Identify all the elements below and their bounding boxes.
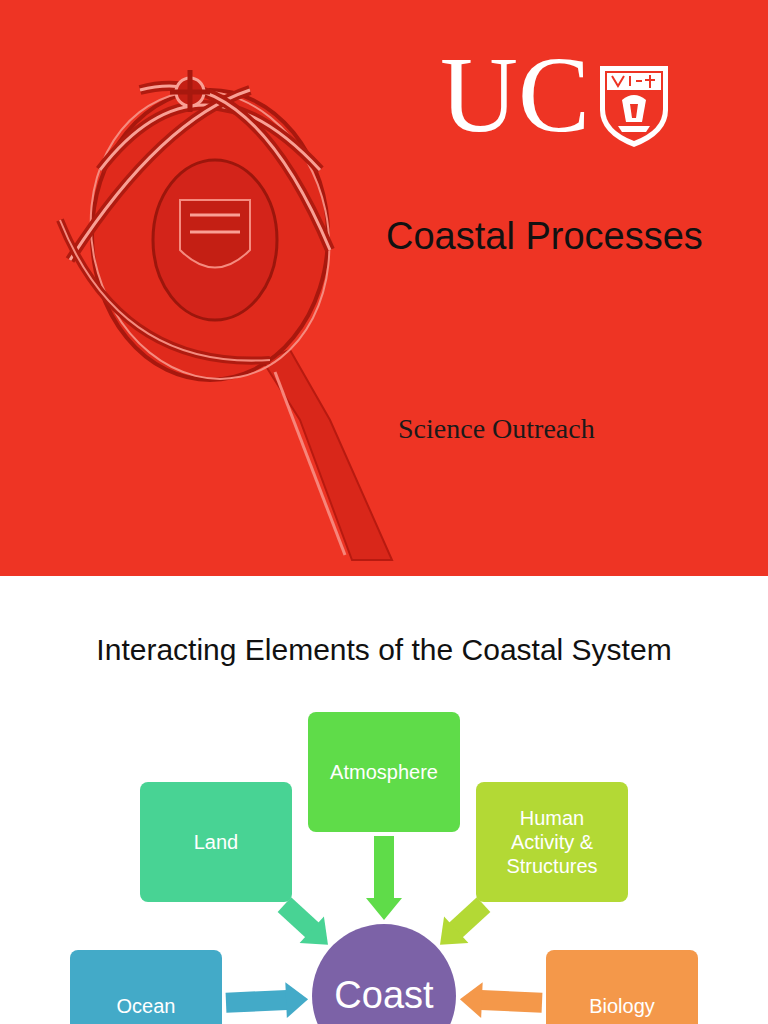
arrow-head [300,917,328,945]
university-crest [600,66,668,147]
title-slide-ground [0,0,768,576]
node-label: Land [194,830,239,854]
arrow-head [440,917,468,945]
arrow-head [285,982,308,1018]
block-arrow [460,982,542,1018]
mace-illustration [60,69,392,560]
node-label: Ocean [117,994,176,1018]
element-box: Ocean [70,950,222,1024]
arrow-shaft [481,1000,542,1003]
block-arrow [226,982,308,1018]
arrow-head [460,982,483,1018]
block-arrow [284,905,328,945]
slide-subtitle: Science Outreach [398,412,595,446]
element-box: Atmosphere [308,712,460,832]
circle-fill [312,924,456,1024]
arrow-shaft [226,1000,287,1003]
element-box: Human Activity & Structures [476,782,628,902]
node-label: Human Activity & Structures [488,806,616,878]
node-label: Coast [334,973,433,1019]
arrow-shaft [374,836,394,899]
diagram-title: Interacting Elements of the Coastal Syst… [0,632,768,668]
element-box: Land [140,782,292,902]
block-arrow [440,905,484,945]
node-label: Biology [589,994,655,1018]
logo-wordmark: UC [440,41,590,149]
block-arrow [366,836,402,920]
element-box: Biology [546,950,698,1024]
coast-circle: Coast [312,924,456,1024]
arrow-shaft [456,905,484,931]
slide-title: Coastal Processes [386,214,703,260]
arrow-shaft [284,905,312,931]
arrow-head [366,898,402,920]
node-label: Atmosphere [330,760,438,784]
